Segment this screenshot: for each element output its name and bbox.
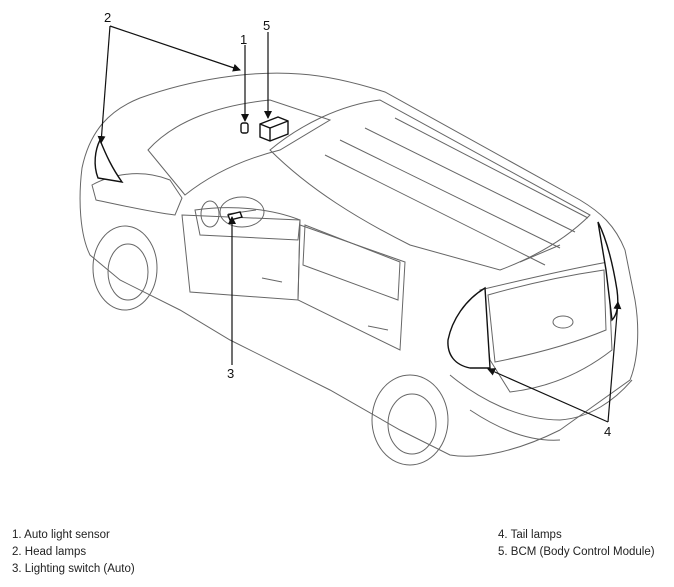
front-wheel-rim xyxy=(107,243,149,301)
front-door xyxy=(181,214,301,301)
legend-item-bcm: 5. BCM (Body Control Module) xyxy=(498,546,655,558)
legend-item-head-lamps: 2. Head lamps xyxy=(12,546,87,558)
callout-2: 2 xyxy=(104,10,111,25)
rear-emblem xyxy=(552,315,574,329)
tail-lamp-right xyxy=(597,221,619,322)
vehicle-component-location-diagram: 1 2 3 4 5 xyxy=(79,10,639,466)
callout-1: 1 xyxy=(240,32,247,47)
bcm-module xyxy=(259,116,289,142)
leader-4b xyxy=(607,301,622,423)
rear-spoiler xyxy=(519,244,561,263)
rear-bumper xyxy=(449,374,633,421)
car-body-outline xyxy=(79,72,639,457)
legend-item-auto-light-sensor: 1. Auto light sensor xyxy=(12,529,110,541)
rear-door-window xyxy=(302,224,401,301)
windshield xyxy=(147,99,332,196)
legend-left: 1. Auto light sensor 2. Head lamps 3. Li… xyxy=(12,527,135,578)
auto-light-sensor xyxy=(240,122,249,134)
rear-window xyxy=(487,269,607,363)
leader-2a xyxy=(109,25,241,72)
rear-bumper-lower xyxy=(469,409,561,441)
callout-4: 4 xyxy=(604,424,611,439)
roof-rail xyxy=(339,139,561,249)
component-shapes xyxy=(94,116,619,369)
front-door-window xyxy=(194,207,301,241)
roof-panel xyxy=(269,99,591,271)
legend-right: 4. Tail lamps 5. BCM (Body Control Modul… xyxy=(498,527,655,561)
legend-item-lighting-switch: 3. Lighting switch (Auto) xyxy=(12,563,135,575)
front-wheel xyxy=(92,225,158,311)
car-illustration xyxy=(79,72,639,466)
tail-lamp-left xyxy=(447,286,491,369)
rear-wheel-rim xyxy=(387,393,437,455)
leader-4a xyxy=(487,368,609,423)
door-handle xyxy=(367,325,389,331)
leader-2b xyxy=(97,25,111,144)
side-mirror xyxy=(200,200,220,228)
door-handle xyxy=(261,277,283,283)
callout-3: 3 xyxy=(227,366,234,381)
leader-lines xyxy=(97,25,622,423)
rear-door xyxy=(297,224,406,351)
rear-wheel xyxy=(371,374,449,466)
roof-rail xyxy=(364,127,576,233)
head-lamp xyxy=(94,138,124,183)
legend-item-tail-lamps: 4. Tail lamps xyxy=(498,529,562,541)
callout-5: 5 xyxy=(263,18,270,33)
steering-wheel xyxy=(219,196,265,228)
roof-rail xyxy=(394,117,589,219)
tailgate xyxy=(479,261,613,393)
roof-rail xyxy=(324,154,546,266)
